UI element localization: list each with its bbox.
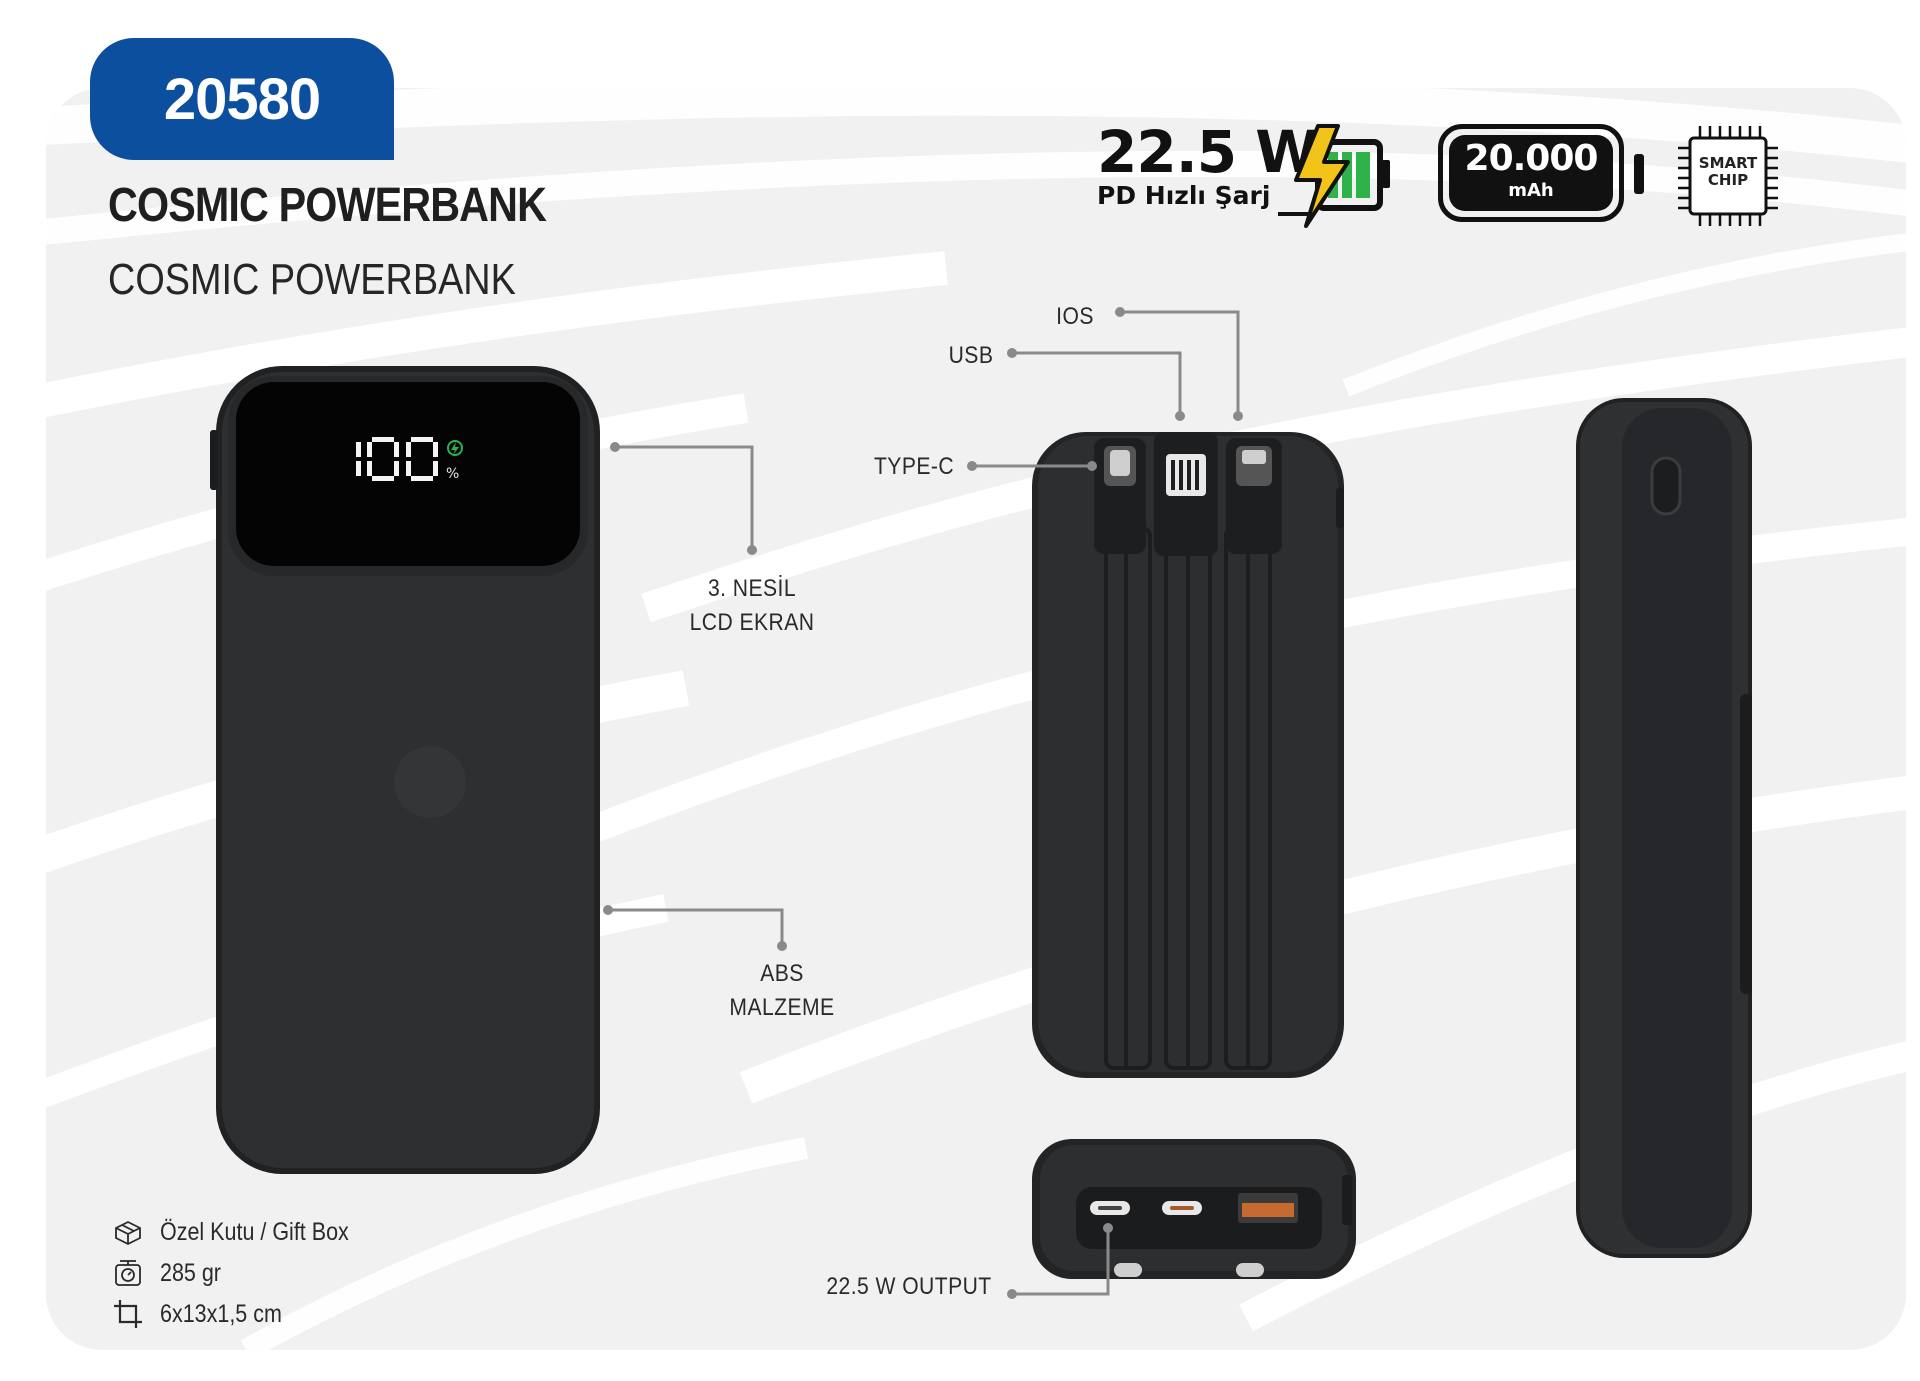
spec-dimensions: 6x13x1,5 cm xyxy=(112,1296,302,1332)
chip-label-line1: SMART xyxy=(1698,154,1758,172)
powerbank-ports-view xyxy=(1032,1139,1356,1279)
product-code-badge: 20580 xyxy=(90,38,394,160)
power-caption: PD Hızlı Şarj xyxy=(1097,181,1271,210)
smart-chip-label: SMART CHIP xyxy=(1690,155,1766,189)
usb-callout: USB xyxy=(948,342,994,369)
capacity-battery-nub xyxy=(1634,154,1644,194)
spec-dimensions-text: 6x13x1,5 cm xyxy=(160,1299,282,1328)
power-feature: 22.5 W PD Hızlı Şarj xyxy=(1097,118,1319,210)
capacity-badge: 20.000 mAh xyxy=(1438,124,1624,222)
spec-weight: 285 gr xyxy=(112,1255,231,1291)
capacity-unit: mAh xyxy=(1508,180,1554,201)
output-callout: 22.5 W OUTPUT xyxy=(826,1273,992,1300)
fast-charge-battery-icon xyxy=(1278,124,1390,228)
powerbank-side-view xyxy=(1576,398,1752,1258)
lcd-callout-line1: 3. NESİL xyxy=(707,575,797,602)
power-value: 22.5 W xyxy=(1097,118,1319,186)
material-callout-line2: MALZEME xyxy=(729,994,835,1021)
spec-gift-box-text: Özel Kutu / Gift Box xyxy=(160,1217,349,1246)
lcd-percent-sign: % xyxy=(446,466,459,482)
dimensions-icon xyxy=(114,1300,142,1328)
powerbank-front-view: % xyxy=(210,366,600,1174)
lcd-callout-line2: LCD EKRAN xyxy=(689,609,815,636)
powerbank-back-view xyxy=(1032,432,1344,1078)
lcd-display xyxy=(356,437,438,481)
material-callout-line1: ABS xyxy=(760,960,804,987)
product-title: COSMIC POWERBANK xyxy=(108,179,547,232)
ios-callout: IOS xyxy=(1056,303,1094,330)
type-c-callout: TYPE-C xyxy=(873,453,955,480)
scale-icon xyxy=(115,1260,141,1286)
product-subtitle: COSMIC POWERBANK xyxy=(108,255,516,304)
capacity-value: 20.000 xyxy=(1464,138,1599,179)
chip-label-line2: CHIP xyxy=(1707,171,1749,189)
product-code: 20580 xyxy=(163,66,321,132)
lcd-callout: 3. NESİL LCD EKRAN xyxy=(682,572,823,640)
spec-weight-text: 285 gr xyxy=(160,1258,221,1287)
smart-chip-icon xyxy=(1678,126,1778,226)
material-callout: ABS MALZEME xyxy=(712,957,853,1025)
gift-box-icon xyxy=(115,1221,141,1245)
spec-gift-box: Özel Kutu / Gift Box xyxy=(112,1214,380,1250)
